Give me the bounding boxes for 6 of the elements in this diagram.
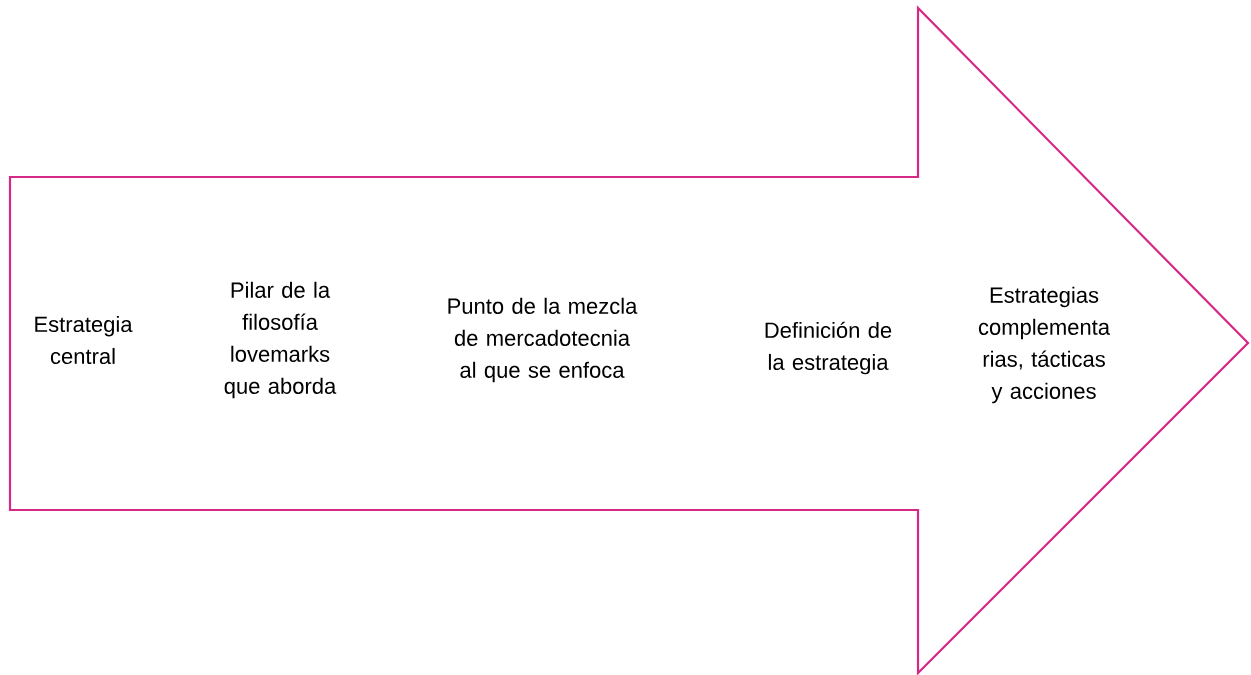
step-label: Punto de la mezcla de mercadotecnia al que se enfoca (448, 297, 638, 383)
step-label: Definición de la estrategia (765, 321, 892, 375)
step-label: Estrategia central (35, 315, 133, 365)
arrow-shape (8, 5, 1250, 675)
step-label: Estrategias complementa rias, tácticas y acciones (978, 286, 1111, 404)
step-label: Pilar de la filosofía lovemarks que aborda (224, 281, 337, 399)
